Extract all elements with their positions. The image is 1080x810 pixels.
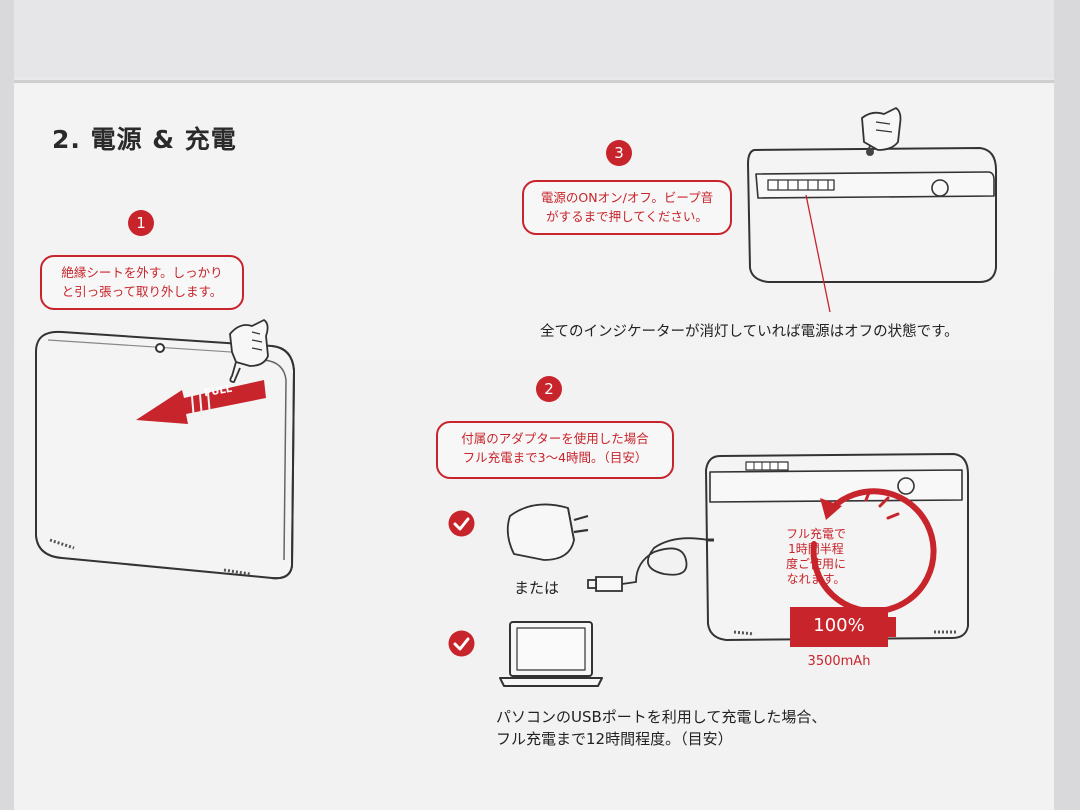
peel-sheet-line-1: 絶縁シートを外す。しっかり [61,265,223,280]
step-badge-1: 1 [128,210,154,236]
section-title: 2. 電源 & 充電 [52,125,237,154]
pull-arrow-icon [136,380,266,424]
adapter-charge-bubble: 付属のアダプターを使用した場合 フル充電まで3～4時間。（目安） [436,421,674,479]
device-with-sheet-illustration [35,330,295,580]
or-label: または [514,579,560,597]
power-button-line-2: がするまで押してください。 [546,209,708,224]
pressing-finger-icon [861,107,902,156]
charging-cycle-arrow-icon [810,488,937,615]
pc-charge-line-2: フル充電まで12時間程度。（目安） [496,730,733,748]
usb-cable-illustration [587,537,714,592]
charge-duration-note: フル充電で 1時間半程 度ご使用に なれます。 [776,527,856,587]
power-button-bubble: 電源のONオン/オフ。ビープ音 がするまで押してください。 [522,180,732,235]
device-top-view-illustration [747,144,997,283]
power-button-line-1: 電源のONオン/オフ。ビープ音 [540,190,714,205]
card-fold-line [14,80,1054,83]
charge-duration-line-3: 度ご使用に [785,557,846,571]
illustration-layer [35,107,997,687]
pc-charge-note: パソコンのUSBポートを利用して充電した場合、 フル充電まで12時間程度。（目安… [496,706,826,750]
battery-percent: 100% [813,615,865,636]
step-badge-2: 2 [536,376,562,402]
peel-sheet-line-2: と引っ張って取り外します。 [61,284,223,299]
adapter-charge-line-1: 付属のアダプターを使用した場合 [461,431,649,446]
indicator-off-note: 全てのインジケーターが消灯していれば電源はオフの状態です。 [540,324,959,340]
peel-sheet-bubble: 絶縁シートを外す。しっかり と引っ張って取り外します。 [40,255,244,310]
charge-duration-line-2: 1時間半程 [788,542,844,556]
pc-usb-check-icon [448,630,475,657]
battery-full-icon [790,607,896,647]
instruction-card: 2. 電源 & 充電 1 3 2 絶縁シートを外す。しっかり と引っ張って取り外… [14,0,1054,810]
pc-charge-line-1: パソコンのUSBポートを利用して充電した場合、 [496,708,827,726]
laptop-icon [499,621,603,687]
ac-adapter-icon [506,503,589,561]
pointing-hand-icon [229,319,269,383]
adapter-charge-line-2: フル充電まで3～4時間。（目安） [462,450,648,465]
charge-duration-line-1: フル充電で [785,527,846,541]
indicator-leader-line [805,194,831,313]
battery-capacity: 3500mAh [807,654,871,669]
adapter-check-icon [448,510,475,537]
step-badge-3: 3 [606,140,632,166]
charge-duration-line-4: なれます。 [786,572,846,586]
